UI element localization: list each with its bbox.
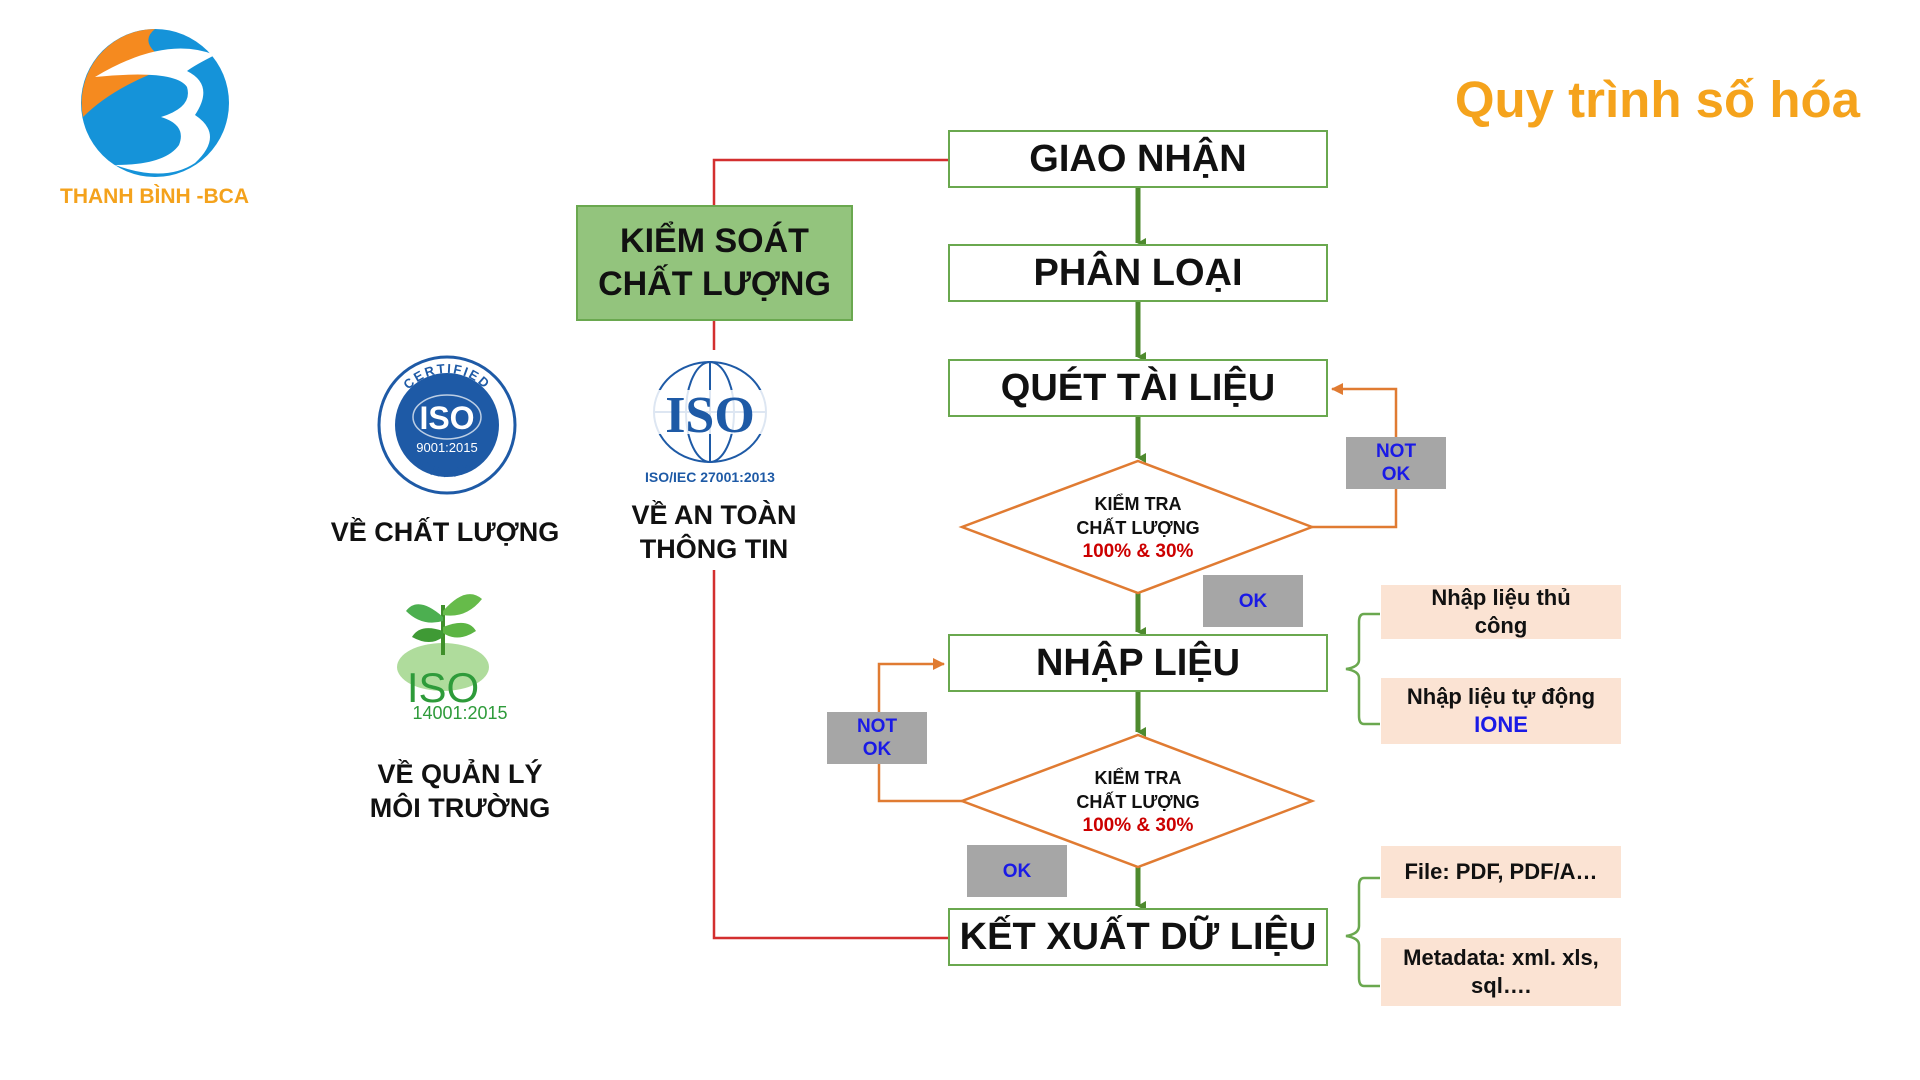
qc-line2: CHẤT LƯỢNG bbox=[598, 265, 831, 303]
qc-line1: KIỂM SOÁT bbox=[620, 222, 809, 260]
ok-2-text: OK bbox=[1002, 860, 1032, 882]
not-ok-1-line1: NOT bbox=[1375, 441, 1417, 462]
ok-badge-2: OK bbox=[967, 845, 1067, 897]
iso-27001-globe-icon: ISO bbox=[640, 361, 780, 463]
not-ok-1-line2: OK bbox=[1381, 464, 1411, 485]
auto-entry-text: Nhập liệu tự động bbox=[1406, 684, 1596, 709]
auto-entry-tool: IONE bbox=[1474, 712, 1528, 737]
not-ok-2-line2: OK bbox=[862, 739, 892, 760]
entry-options-brace bbox=[1345, 612, 1380, 726]
page-title: Quy trình số hóa bbox=[1454, 71, 1860, 128]
iso-9001-code: 9001:2015 bbox=[416, 440, 477, 455]
check-1-line1: KIỂM TRA bbox=[1094, 494, 1182, 514]
brand-name: THANH BÌNH -BCA bbox=[60, 185, 249, 208]
iso-27001-logo: ISO bbox=[640, 360, 780, 470]
check-diamond-1 bbox=[958, 459, 1316, 595]
iso-9001-seal: CERTIFIED COMPANY ISO 9001:2015 bbox=[377, 355, 517, 495]
iso-14001-plant-icon: ISO bbox=[397, 594, 489, 711]
iso-27001-caption: VỀ AN TOÀN THÔNG TIN bbox=[604, 498, 824, 566]
step-receive: GIAO NHẬN bbox=[948, 130, 1328, 188]
iso-9001-caption: VỀ CHẤT LƯỢNG bbox=[330, 517, 560, 547]
check-1-line2: CHẤT LƯỢNG bbox=[1076, 518, 1200, 538]
export-file-box: File: PDF, PDF/A… bbox=[1381, 846, 1621, 898]
iso-9001-mark: ISO bbox=[419, 400, 474, 436]
export-metadata-box: Metadata: xml. xls, sql…. bbox=[1381, 938, 1621, 1006]
check-1-ratio: 100% & 30% bbox=[1082, 541, 1194, 562]
iso-27001-mark: ISO bbox=[665, 387, 755, 444]
step-classify: PHÂN LOẠI bbox=[948, 244, 1328, 302]
qc-link-top bbox=[712, 158, 948, 205]
check-2-ratio: 100% & 30% bbox=[1082, 815, 1194, 836]
check-diamond-2 bbox=[958, 733, 1316, 869]
iso-14001-mark: ISO bbox=[407, 664, 479, 705]
iso-14001-logo: ISO bbox=[388, 575, 498, 711]
check-2-line1: KIỂM TRA bbox=[1094, 768, 1182, 788]
ok-badge-1: OK bbox=[1203, 575, 1303, 627]
iso-14001-caption-line2: MÔI TRƯỜNG bbox=[369, 793, 551, 823]
step-scan: QUÉT TÀI LIỆU bbox=[948, 359, 1328, 417]
quality-control-box: KIỂM SOÁT CHẤT LƯỢNG bbox=[576, 205, 853, 321]
step-export: KẾT XUẤT DỮ LIỆU bbox=[948, 908, 1328, 966]
iso-27001-code: ISO/IEC 27001:2013 bbox=[645, 469, 775, 485]
iso-27001-caption-line1: VỀ AN TOÀN bbox=[631, 500, 797, 530]
check-2-label: KIỂM TRA CHẤT LƯỢNG 100% & 30% bbox=[1028, 766, 1248, 838]
iso-9001-seal-icon: CERTIFIED COMPANY ISO 9001:2015 bbox=[377, 355, 517, 495]
brand-logo bbox=[75, 25, 235, 185]
check-1-label: KIỂM TRA CHẤT LƯỢNG 100% & 30% bbox=[1028, 492, 1248, 564]
iso-14001-caption: VỀ QUẢN LÝ MÔI TRƯỜNG bbox=[330, 757, 590, 825]
iso-14001-code: 14001:2015 bbox=[412, 703, 508, 723]
step-data-entry: NHẬP LIỆU bbox=[948, 634, 1328, 692]
iso-14001-caption-line1: VỀ QUẢN LÝ bbox=[377, 759, 543, 789]
check-2-line2: CHẤT LƯỢNG bbox=[1076, 792, 1200, 812]
iso-27001-caption-line2: THÔNG TIN bbox=[639, 534, 789, 564]
not-ok-2-line1: NOT bbox=[856, 716, 898, 737]
export-options-brace bbox=[1345, 876, 1380, 988]
auto-entry-box: Nhập liệu tự động IONE bbox=[1381, 678, 1621, 744]
qc-link-bottom bbox=[712, 321, 948, 940]
manual-entry-text: Nhập liệu thủ công bbox=[1431, 585, 1571, 638]
export-file-text: File: PDF, PDF/A… bbox=[1404, 859, 1598, 884]
manual-entry-box: Nhập liệu thủ công bbox=[1381, 585, 1621, 639]
ok-1-text: OK bbox=[1238, 590, 1268, 612]
not-ok-badge-1: NOT OK bbox=[1346, 437, 1446, 489]
not-ok-badge-2: NOT OK bbox=[827, 712, 927, 764]
export-metadata-text: Metadata: xml. xls, sql…. bbox=[1403, 945, 1599, 998]
logo-mark-icon bbox=[81, 29, 229, 177]
